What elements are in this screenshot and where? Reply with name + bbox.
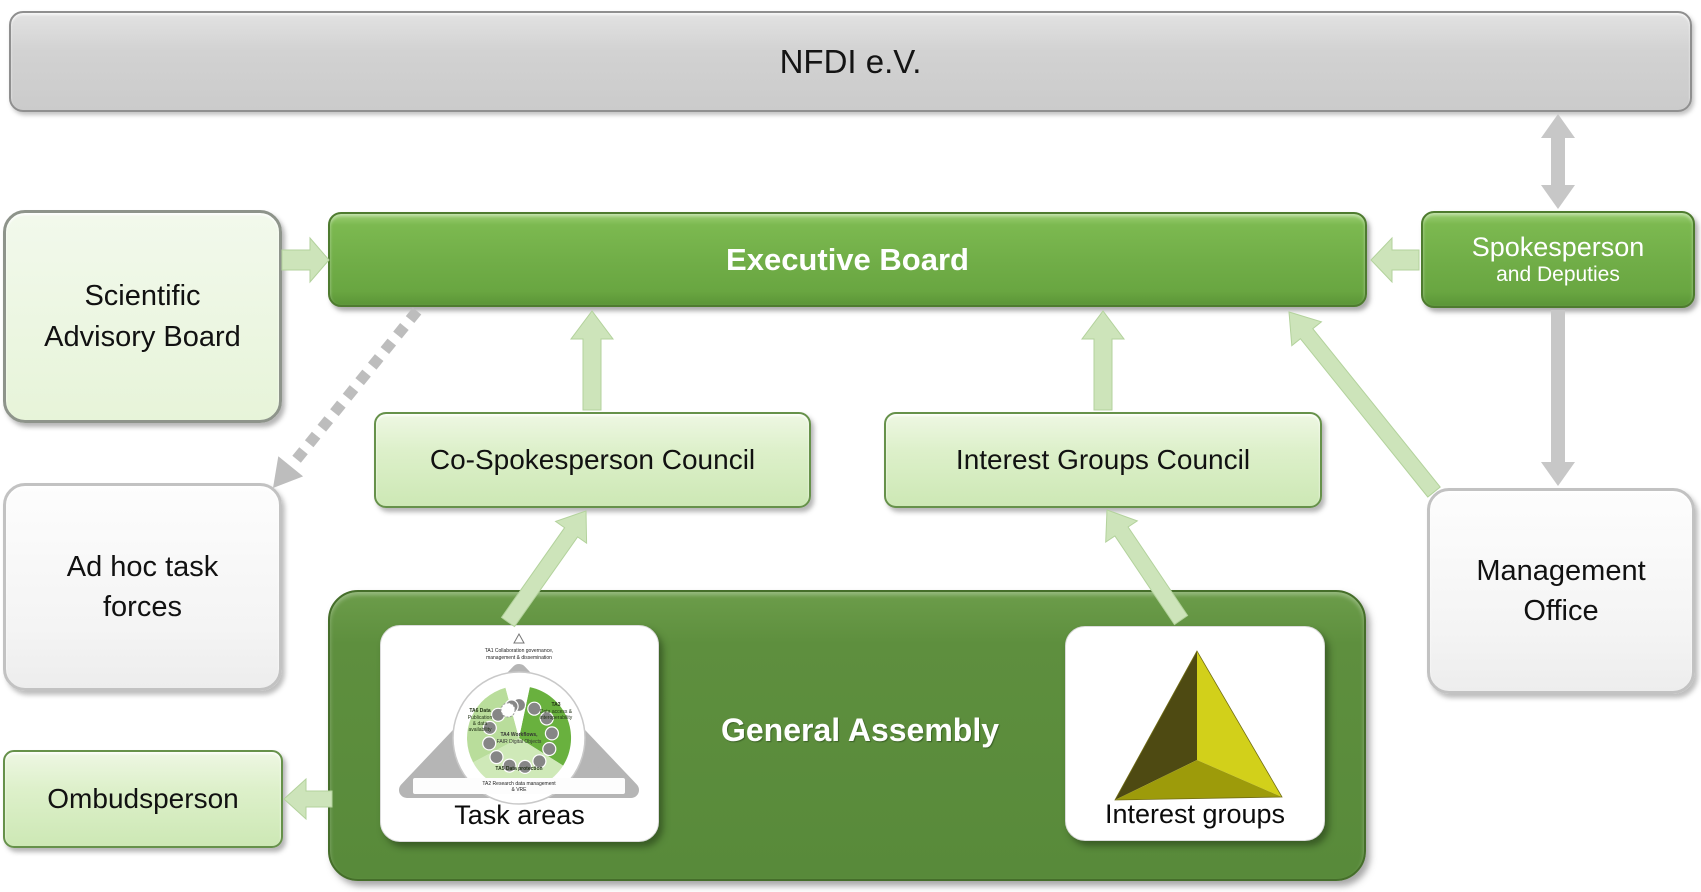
interest-groups-caption: Interest groups	[1104, 799, 1286, 829]
ta2-label2: & VRE	[511, 787, 527, 793]
ombudsperson-label: Ombudsperson	[47, 783, 239, 814]
ta6-label3: & data	[473, 721, 488, 727]
ta4-label: TA4 Workflows,	[500, 732, 538, 738]
ta3-label3: interoperability	[540, 715, 573, 721]
interest-groups-council-label: Interest Groups Council	[955, 444, 1251, 475]
sab-line2: Advisory Board	[44, 320, 241, 353]
member-dots	[482, 697, 559, 774]
arrow-general-assembly-to-ombudsperson	[283, 777, 333, 821]
executive-board-label: Executive Board	[726, 241, 969, 277]
nfdi-ev-label: NFDI e.V.	[779, 42, 922, 80]
ta1-label: TA1 Collaboration governance,	[485, 648, 554, 654]
node-spokesperson-deputies: Spokesperson and Deputies	[1421, 211, 1695, 308]
ta5-label: TA5 Data protection	[495, 766, 542, 772]
spokesperson-line2: and Deputies	[1496, 263, 1620, 286]
ad-hoc-line1: Ad hoc task	[66, 550, 219, 583]
arrow-sab-to-executive-board	[281, 236, 330, 284]
arrow-spokesperson-to-management-office	[1541, 310, 1575, 486]
ta6-label: TA6 Data	[469, 708, 491, 714]
node-executive-board: Executive Board	[328, 212, 1367, 307]
ad-hoc-line2: forces	[103, 591, 182, 623]
node-co-spokesperson-council: Co-Spokesperson Council	[374, 412, 811, 508]
arrow-nfdi-spokesperson-double	[1541, 114, 1575, 209]
node-management-office: Management Office	[1427, 488, 1695, 694]
management-office-line2: Office	[1523, 595, 1599, 627]
ta3-label2: Data access &	[540, 709, 573, 715]
ta4-label2: FAIR Digital Objects	[497, 739, 542, 745]
node-ad-hoc-task-forces: Ad hoc task forces	[3, 483, 282, 691]
ta2-label: TA2 Research data management	[482, 781, 556, 787]
node-ombudsperson: Ombudsperson	[3, 750, 283, 848]
co-spokesperson-council-label: Co-Spokesperson Council	[429, 444, 756, 475]
task-areas-caption: Task areas	[454, 800, 585, 830]
node-scientific-advisory-board: Scientific Advisory Board	[3, 210, 282, 423]
ta1-label2: management & dissemination	[486, 655, 552, 661]
arrow-cospokesperson-council-to-executive-board	[570, 310, 614, 411]
ta6-label4: availability	[468, 727, 492, 733]
card-task-areas: TA3 Data access & interoperability TA6 D…	[380, 625, 659, 842]
card-interest-groups: Interest groups	[1065, 626, 1325, 841]
general-assembly-label: General Assembly	[720, 712, 1000, 748]
ta3-label: TA3	[551, 702, 560, 708]
interest-groups-tetrahedron-icon	[1114, 650, 1283, 801]
arrow-interest-groups-council-to-executive-board	[1081, 310, 1125, 411]
management-office-line1: Management	[1476, 554, 1646, 587]
task-areas-diagram-icon: TA3 Data access & interoperability TA6 D…	[399, 632, 639, 805]
ta6-label2: Publication	[468, 715, 493, 721]
spokesperson-line1: Spokesperson	[1471, 232, 1645, 262]
node-interest-groups-council: Interest Groups Council	[884, 412, 1322, 508]
arrow-spokesperson-to-executive-board	[1370, 236, 1420, 284]
nfdi-ev-bar: NFDI e.V.	[9, 11, 1692, 112]
sab-line1: Scientific	[84, 279, 201, 312]
